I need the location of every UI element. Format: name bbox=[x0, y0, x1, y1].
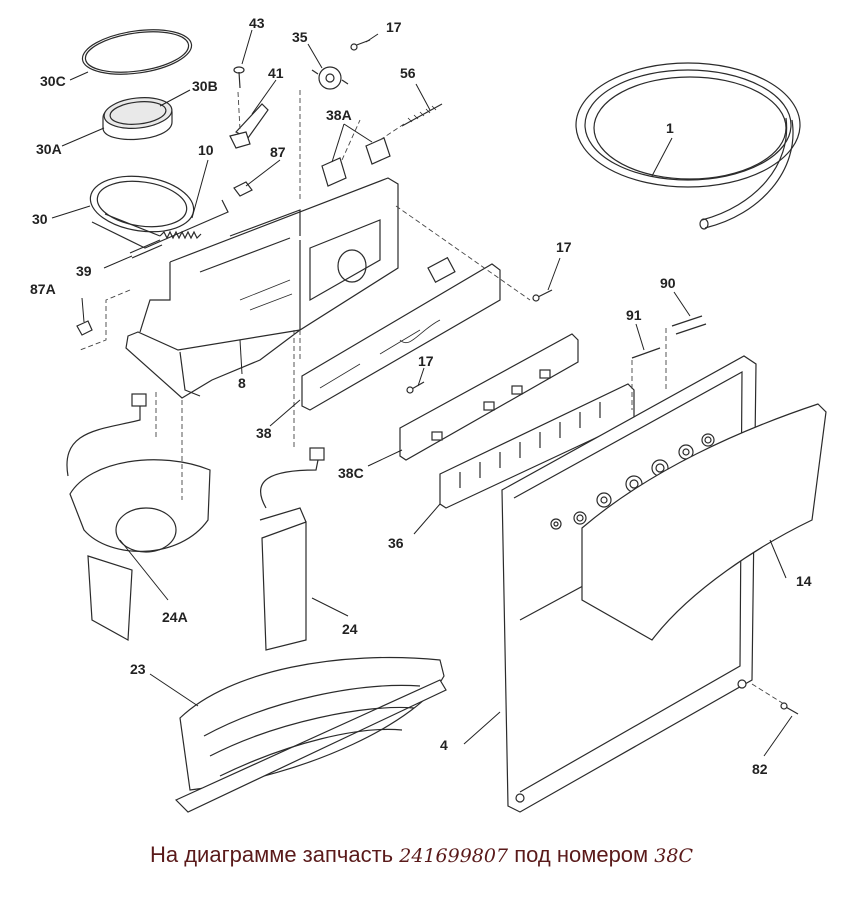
diagram-caption: На диаграмме запчасть 241699807 под номе… bbox=[0, 842, 843, 868]
label-part-8: 8 bbox=[238, 375, 246, 391]
screw-part-56 bbox=[401, 103, 443, 127]
label-part-30c: 30C bbox=[40, 73, 66, 89]
leader-lines bbox=[51, 29, 793, 757]
label-part-24: 24 bbox=[342, 621, 358, 637]
label-part-38a: 38A bbox=[326, 107, 352, 123]
label-part-17-right: 17 bbox=[556, 239, 572, 255]
clip-part-87a bbox=[76, 320, 93, 336]
screw-part-17-right bbox=[532, 289, 553, 302]
screw-part-82 bbox=[780, 702, 799, 715]
overlay-panel-part-14 bbox=[581, 403, 827, 641]
label-part-4: 4 bbox=[440, 737, 448, 753]
exploded-parts-diagram: 1 30C 30B 30A 10 30 39 43 41 87 87A 35 1… bbox=[30, 15, 827, 813]
label-part-87a: 87A bbox=[30, 281, 56, 297]
label-part-30a: 30A bbox=[36, 141, 62, 157]
cap-disc-part-30b-30a bbox=[102, 97, 173, 141]
label-part-1: 1 bbox=[666, 120, 674, 136]
caption-part-number: 241699807 bbox=[399, 845, 509, 867]
label-part-10: 10 bbox=[198, 142, 214, 158]
label-part-17-mid: 17 bbox=[418, 353, 434, 369]
label-part-17-top: 17 bbox=[386, 19, 402, 35]
motor-ring-part-30 bbox=[89, 175, 229, 249]
dispenser-housing-part-8 bbox=[125, 177, 399, 399]
switch-part-38a bbox=[321, 137, 391, 187]
caption-prefix: На диаграмме запчасть bbox=[149, 842, 394, 867]
label-part-91: 91 bbox=[626, 307, 642, 323]
label-part-24a: 24A bbox=[162, 609, 188, 625]
label-part-90: 90 bbox=[660, 275, 676, 291]
ice-chute-flap-part-24a bbox=[66, 393, 211, 641]
rod-part-39 bbox=[129, 239, 163, 259]
drip-tray-part-23 bbox=[174, 656, 447, 813]
pin-part-91 bbox=[631, 347, 661, 359]
screw-part-17-mid bbox=[406, 381, 425, 394]
actuator-part-35 bbox=[311, 66, 349, 90]
gasket-ring-part-30c bbox=[81, 29, 193, 75]
label-part-87: 87 bbox=[270, 144, 286, 160]
label-part-43: 43 bbox=[249, 15, 265, 31]
control-board-part-38 bbox=[301, 256, 501, 411]
switch-board-part-38c bbox=[399, 333, 579, 461]
clip-part-87 bbox=[233, 181, 253, 197]
label-part-56: 56 bbox=[400, 65, 416, 81]
label-part-23: 23 bbox=[130, 661, 146, 677]
label-part-41: 41 bbox=[268, 65, 284, 81]
label-part-38c: 38C bbox=[338, 465, 364, 481]
label-part-30b: 30B bbox=[192, 78, 218, 94]
caption-middle: под номером bbox=[514, 842, 649, 867]
tubing-coil-part-1 bbox=[575, 62, 801, 230]
water-flap-part-24 bbox=[259, 447, 325, 651]
screw-part-43 bbox=[233, 66, 245, 89]
label-part-36: 36 bbox=[388, 535, 404, 551]
label-part-38: 38 bbox=[256, 425, 272, 441]
spring-part-10 bbox=[159, 230, 202, 240]
bracket-part-41 bbox=[229, 103, 269, 149]
label-part-39: 39 bbox=[76, 263, 92, 279]
label-part-82: 82 bbox=[752, 761, 768, 777]
label-part-35: 35 bbox=[292, 29, 308, 45]
label-part-14: 14 bbox=[796, 573, 812, 589]
label-part-30: 30 bbox=[32, 211, 48, 227]
pin-part-90 bbox=[671, 315, 707, 335]
part-labels: 1 30C 30B 30A 10 30 39 43 41 87 87A 35 1… bbox=[30, 15, 812, 777]
caption-position: 38C bbox=[654, 845, 694, 867]
assembly-guide-lines bbox=[79, 90, 785, 705]
